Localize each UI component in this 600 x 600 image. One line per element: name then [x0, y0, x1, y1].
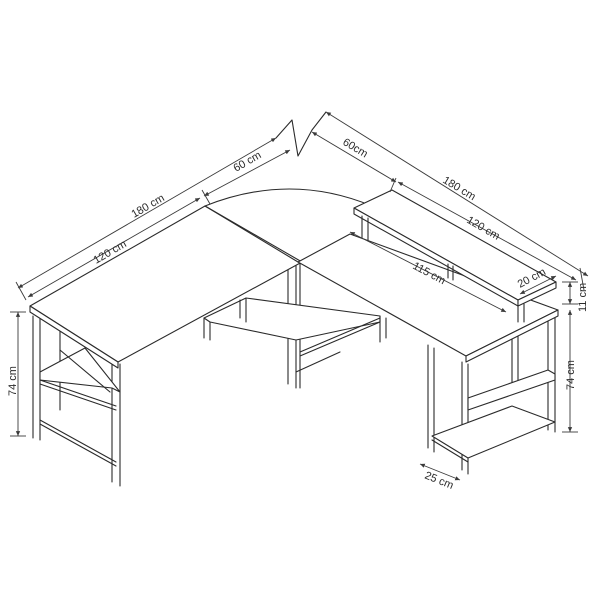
- label-right-180: 180 cm: [440, 174, 477, 203]
- label-shelf-11: 11 cm: [577, 283, 589, 312]
- label-leg-25: 25 cm: [423, 470, 455, 492]
- center-frame: [203, 261, 387, 389]
- dimension-lines: [10, 111, 589, 481]
- label-right-60: 60cm: [340, 136, 369, 160]
- label-right-74: 74 cm: [565, 360, 577, 390]
- left-wing-frame: [32, 304, 121, 487]
- label-left-74: 74 cm: [7, 366, 19, 396]
- label-left-60: 60 cm: [232, 149, 264, 174]
- label-left-180: 180 cm: [130, 192, 167, 220]
- right-wing-frame: [427, 317, 556, 475]
